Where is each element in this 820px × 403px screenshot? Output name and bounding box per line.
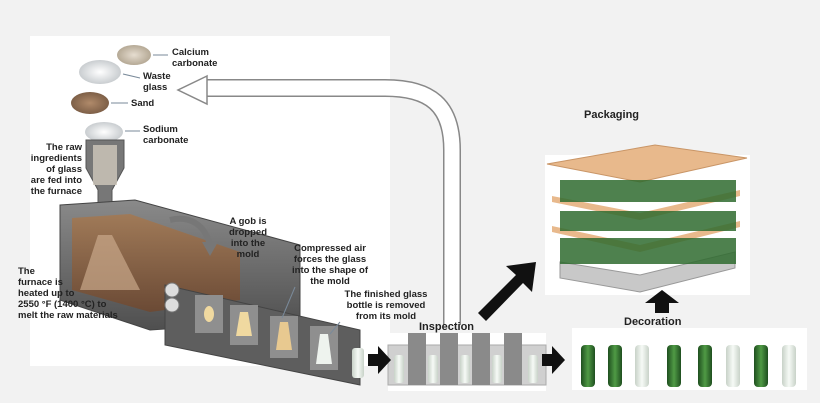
finished-bottle-icon	[352, 348, 364, 378]
decorated-bottle-icon	[635, 345, 649, 387]
waste-glass-label: Waste glass	[143, 71, 171, 93]
roller	[164, 282, 180, 298]
sand-label: Sand	[131, 98, 155, 109]
decorated-bottle-icon	[726, 345, 740, 387]
decorated-bottle-icon	[698, 345, 712, 387]
compressed-air-label: Compressed air forces the glass into the…	[292, 243, 368, 287]
raw-ingredients-label: The raw ingredients of glass are fed int…	[30, 142, 82, 197]
finished-bottle-label: The finished glass bottle is removed fro…	[344, 289, 428, 322]
inspection-station	[472, 333, 490, 385]
gob-arrowhead-icon	[202, 242, 218, 256]
finished-bottle-icon	[316, 334, 332, 364]
calcium-carbonate-pile-icon	[117, 45, 151, 65]
sodium-carbonate-pile-icon	[85, 122, 123, 142]
packaging-label: Packaging	[584, 109, 640, 121]
decorated-bottle-icon	[782, 345, 796, 387]
waste-glass-pile-icon	[79, 60, 121, 84]
decoration-label: Decoration	[624, 316, 682, 328]
to-inspection-arrow-icon	[368, 346, 391, 374]
inspection-station	[408, 333, 426, 385]
recycle-arrowhead-icon	[176, 74, 208, 106]
parison-icon	[236, 312, 252, 336]
to-packaging-arrow-icon	[478, 262, 536, 321]
inspected-bottle-icon	[394, 355, 404, 383]
gob-arrow-icon	[169, 215, 213, 246]
decorated-bottle-icon	[581, 345, 595, 387]
roller	[164, 297, 180, 313]
compressed-air-pointer	[281, 286, 296, 319]
decorated-bottle-icon	[754, 345, 768, 387]
decoration-up-arrow-icon	[645, 290, 679, 313]
waste-glass-pointer	[122, 73, 141, 79]
gob-label: A gob is dropped into the mold	[229, 216, 267, 260]
inspection-station	[440, 333, 458, 385]
inspection-label: Inspection	[419, 321, 475, 333]
inspected-bottle-icon	[492, 355, 502, 383]
packed-bottles-icon	[560, 180, 736, 264]
pallet-base	[559, 251, 736, 293]
sodium-carbonate-label: Sodium carbonate	[143, 124, 189, 146]
pallet-sheet-top	[546, 144, 748, 183]
molten-glass	[80, 235, 140, 290]
formed-bottle-icon	[276, 322, 292, 350]
to-decoration-arrow-icon	[542, 346, 565, 374]
sand-pile-icon	[71, 92, 109, 114]
inspection-station	[504, 333, 522, 385]
recycle-arrow-icon	[205, 80, 460, 325]
furnace-label: The furnace is heated up to 2550 °F (140…	[18, 266, 118, 321]
inspected-bottle-icon	[528, 355, 538, 383]
decorated-bottle-icon	[608, 345, 622, 387]
gob-icon	[204, 306, 214, 322]
hopper-cutaway	[93, 145, 117, 185]
finished-pointer	[329, 321, 341, 335]
decorated-bottle-icon	[667, 345, 681, 387]
inspected-bottle-icon	[428, 355, 438, 383]
calcium-carbonate-label: Calcium carbonate	[172, 47, 218, 69]
inspected-bottle-icon	[460, 355, 470, 383]
decoration-panel	[572, 328, 807, 390]
